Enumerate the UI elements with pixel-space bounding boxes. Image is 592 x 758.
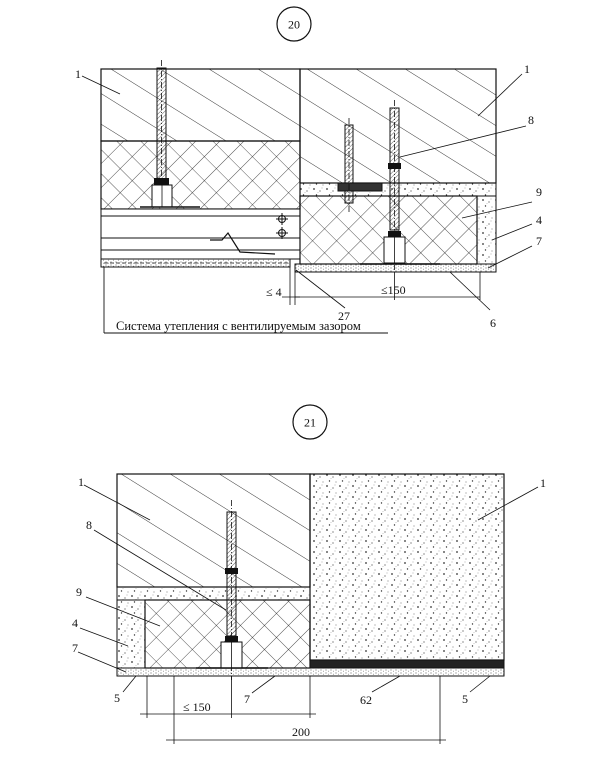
label-20-8: 8 bbox=[528, 113, 534, 127]
label-21-7-left: 7 bbox=[72, 641, 78, 655]
leader-21-4 bbox=[79, 627, 129, 647]
anchor-21 bbox=[196, 500, 268, 680]
end-strip-21 bbox=[116, 599, 146, 669]
leveling-layer-21 bbox=[116, 586, 311, 601]
label-21-4: 4 bbox=[72, 616, 78, 630]
leader-21-7-left bbox=[77, 651, 127, 673]
figure-21-number: 21 bbox=[304, 416, 316, 430]
wall-block-left bbox=[100, 68, 301, 142]
anchor-right bbox=[360, 100, 440, 270]
leader-20-4 bbox=[491, 223, 533, 241]
anchor-left bbox=[140, 60, 200, 208]
label-21-5-left: 5 bbox=[114, 691, 120, 705]
label-21-1-right: 1 bbox=[540, 476, 546, 490]
label-21-7-mid: 7 bbox=[244, 692, 250, 706]
render-layer-21 bbox=[116, 667, 505, 677]
dimension-overlap-21 bbox=[166, 676, 446, 744]
figure-20: 20 bbox=[75, 6, 542, 334]
insulation-left bbox=[100, 140, 301, 210]
leader-20-27 bbox=[295, 269, 346, 309]
leader-20-8 bbox=[399, 125, 527, 158]
leader-21-1-right bbox=[477, 486, 539, 521]
figure-20-caption: Система утепления с вентилируемым зазоро… bbox=[116, 319, 361, 333]
fixing-mark-upper bbox=[276, 213, 288, 225]
figure-20-number: 20 bbox=[288, 18, 300, 32]
leader-20-1-left bbox=[81, 75, 121, 95]
leader-20-1-right bbox=[477, 73, 523, 117]
leader-20-7 bbox=[487, 245, 533, 269]
label-20-6: 6 bbox=[490, 316, 496, 330]
dimension-spacing bbox=[295, 272, 481, 300]
aerated-block-right-21 bbox=[309, 473, 505, 661]
mesh-layer-21 bbox=[309, 659, 505, 669]
dowel-horizontal bbox=[337, 118, 383, 212]
leader-21-8 bbox=[93, 529, 227, 611]
figure-21-number-circle bbox=[292, 404, 328, 440]
dim-spacing-label: ≤150 bbox=[381, 283, 406, 297]
dim-overlap-label-21: 200 bbox=[292, 725, 310, 739]
leader-20-6 bbox=[449, 271, 491, 311]
render-layer-right bbox=[294, 263, 497, 273]
label-20-1-right: 1 bbox=[524, 62, 530, 76]
label-20-7: 7 bbox=[536, 234, 542, 248]
wall-block-left-21 bbox=[116, 473, 311, 588]
figure-20-number-circle bbox=[276, 6, 312, 42]
label-21-9: 9 bbox=[76, 585, 82, 599]
leader-21-7-mid bbox=[251, 675, 276, 694]
fixing-mark-lower bbox=[276, 227, 288, 239]
figure-21: 21 ≤ 150 bbox=[72, 404, 546, 744]
dimension-spacing-21 bbox=[140, 676, 316, 718]
label-21-5-right: 5 bbox=[462, 692, 468, 706]
dim-spacing-label-21: ≤ 150 bbox=[183, 700, 211, 714]
label-21-62: 62 bbox=[360, 693, 372, 707]
leader-21-9 bbox=[85, 596, 161, 627]
leader-21-1-left bbox=[83, 484, 151, 521]
leader-21-5-right bbox=[469, 675, 491, 693]
end-strip-right bbox=[476, 195, 497, 265]
label-21-8: 8 bbox=[86, 518, 92, 532]
label-20-27: 27 bbox=[338, 309, 350, 323]
leader-21-5-left bbox=[122, 675, 137, 693]
leader-20-9 bbox=[461, 201, 533, 219]
label-20-4: 4 bbox=[536, 213, 542, 227]
leader-21-62 bbox=[371, 675, 401, 693]
dim-gap-label: ≤ 4 bbox=[266, 285, 282, 299]
label-20-1-left: 1 bbox=[75, 67, 81, 81]
label-21-1-left: 1 bbox=[78, 475, 84, 489]
label-20-9: 9 bbox=[536, 185, 542, 199]
cladding-bracket bbox=[210, 231, 276, 255]
